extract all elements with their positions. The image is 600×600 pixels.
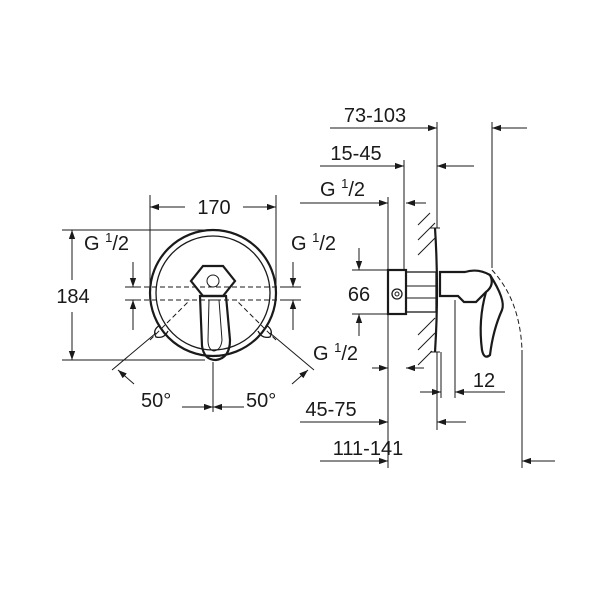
dim-overall-depth: 111-141: [320, 350, 555, 468]
dim-inlet-top: G 1/2: [300, 176, 426, 270]
rosette-profile: [433, 227, 439, 353]
dim-body-height-label: 66: [348, 284, 370, 306]
dim-body-height: 66: [348, 248, 388, 336]
cartridge-center: [206, 274, 220, 288]
dim-overall-depth-label: 111-141: [333, 438, 403, 460]
inlet-top-label: G 1/2: [320, 176, 365, 201]
dim-total-depth: 73-103: [330, 105, 527, 268]
dim-wall-depth: 15-45: [320, 143, 474, 270]
inlet-right-dimension: G 1/2: [285, 230, 336, 330]
inlet-right-label: G 1/2: [291, 230, 336, 255]
dim-inlet-bottom: G 1/2: [313, 314, 424, 380]
dim-install-depth-label: 45-75: [305, 399, 356, 421]
side-view: 73-103 15-45 G 1/2 66: [300, 105, 555, 468]
rosette-outer: [148, 228, 278, 358]
valve-cartridge: [405, 271, 437, 313]
angle-right-dimension: 50°: [213, 332, 315, 412]
dim-wall-depth-label: 15-45: [330, 143, 381, 165]
width-dimension: 170: [149, 195, 277, 290]
lug-right: [257, 324, 272, 339]
rosette-inner: [155, 235, 271, 351]
width-label: 170: [197, 197, 230, 219]
dim-install-depth: 45-75: [300, 352, 466, 430]
inlet-bottom-label: G 1/2: [313, 340, 358, 365]
dim-handle-offset-label: 12: [473, 370, 495, 392]
valve-port: [391, 288, 403, 300]
inlet-left-dimension: G 1/2: [84, 230, 141, 330]
dim-handle-offset: 12: [420, 300, 505, 398]
angle-left-dimension: 50°: [111, 332, 213, 412]
wall-hatching: [417, 212, 436, 366]
height-label: 184: [56, 286, 89, 308]
dim-total-depth-label: 73-103: [344, 105, 406, 127]
lug-left: [154, 324, 169, 339]
angle-left-label: 50°: [141, 390, 171, 412]
front-view: 170 184 G 1/2 G 1/2: [56, 195, 336, 412]
angle-right-label: 50°: [246, 390, 276, 412]
cartridge-nut: [189, 264, 237, 298]
lever-handle: [198, 294, 232, 362]
inlet-left-label: G 1/2: [84, 230, 129, 255]
height-dimension: 184: [56, 229, 205, 361]
